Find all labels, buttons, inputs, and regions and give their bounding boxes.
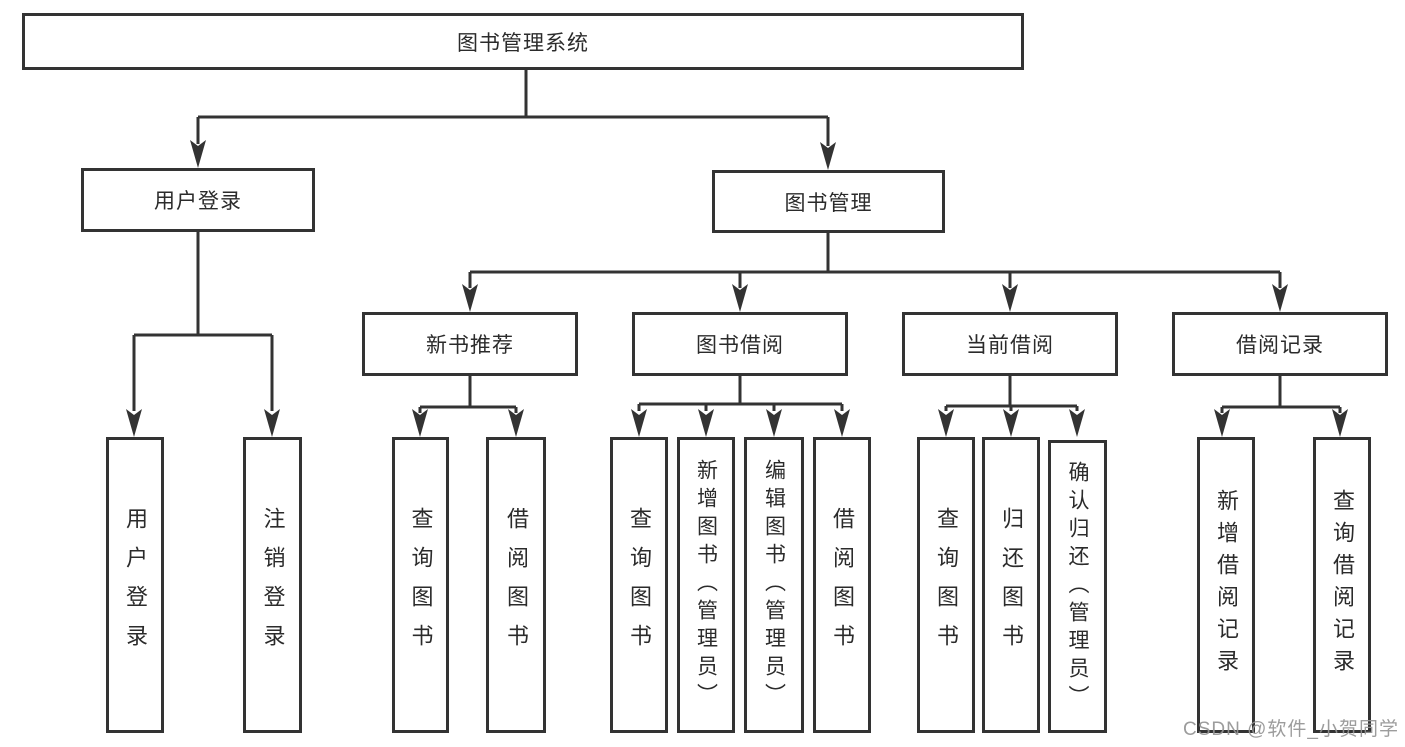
node-label: 用户登录: [154, 190, 242, 213]
leaf-label: 新增借阅记录: [1214, 489, 1239, 681]
leaf-label: 用户登录: [123, 507, 148, 663]
leaf-borrow-books-recommend: 借阅图书: [486, 437, 546, 733]
watermark: CSDN @软件_小贺同学: [1183, 719, 1399, 740]
leaf-label: 查询借阅记录: [1330, 489, 1355, 681]
leaf-label: 查询图书: [934, 507, 959, 663]
node-book-management: 图书管理: [712, 170, 945, 233]
leaf-logout-login: 注销登录: [243, 437, 302, 733]
node-label: 图书管理: [784, 191, 873, 215]
node-label: 图书借阅: [696, 334, 784, 357]
leaf-add-books-admin: 新增图书（管理员）: [677, 437, 735, 733]
node-borrow-records: 借阅记录: [1172, 312, 1388, 376]
leaf-add-borrow-record: 新增借阅记录: [1197, 437, 1255, 733]
leaf-query-books-recommend: 查询图书: [392, 437, 449, 733]
connector-root-to-level2: [190, 70, 836, 170]
node-current-borrow: 当前借阅: [902, 312, 1118, 376]
node-book-borrow: 图书借阅: [632, 312, 848, 376]
leaf-label: 确认归还（管理员）: [1066, 460, 1089, 713]
connector-book-borrow-to-leaves: [631, 376, 850, 437]
connector-current-borrow-to-leaves: [938, 376, 1085, 437]
leaf-label: 新增图书（管理员）: [694, 459, 718, 711]
leaf-label: 查询图书: [408, 507, 434, 663]
leaf-borrow-books-borrow: 借阅图书: [813, 437, 871, 733]
node-user-login: 用户登录: [81, 168, 315, 232]
connector-new-book-to-leaves: [412, 376, 524, 437]
leaf-edit-books-admin: 编辑图书（管理员）: [744, 437, 804, 733]
leaf-label: 归还图书: [999, 507, 1024, 663]
node-library-system: 图书管理系统: [22, 13, 1024, 70]
leaf-label: 查询图书: [627, 507, 652, 663]
connector-user-login-to-leaves: [126, 232, 280, 437]
leaf-label: 借阅图书: [830, 507, 855, 663]
node-label: 图书管理系统: [457, 31, 589, 55]
leaf-label: 注销登录: [260, 507, 286, 663]
node-label: 当前借阅: [966, 334, 1054, 357]
leaf-user-login: 用户登录: [106, 437, 164, 733]
leaf-return-books: 归还图书: [982, 437, 1040, 733]
connector-borrow-records-to-leaves: [1214, 376, 1348, 437]
connector-book-management-to-level3: [462, 233, 1288, 312]
leaf-query-books-current: 查询图书: [917, 437, 975, 733]
leaf-query-books-borrow: 查询图书: [610, 437, 668, 733]
leaf-label: 借阅图书: [504, 507, 529, 663]
leaf-query-borrow-record: 查询借阅记录: [1313, 437, 1371, 733]
leaf-label: 编辑图书（管理员）: [762, 459, 786, 711]
leaf-confirm-return-admin: 确认归还（管理员）: [1048, 440, 1107, 733]
node-new-book-recommend: 新书推荐: [362, 312, 578, 376]
node-label: 借阅记录: [1236, 334, 1324, 357]
node-label: 新书推荐: [426, 334, 514, 357]
